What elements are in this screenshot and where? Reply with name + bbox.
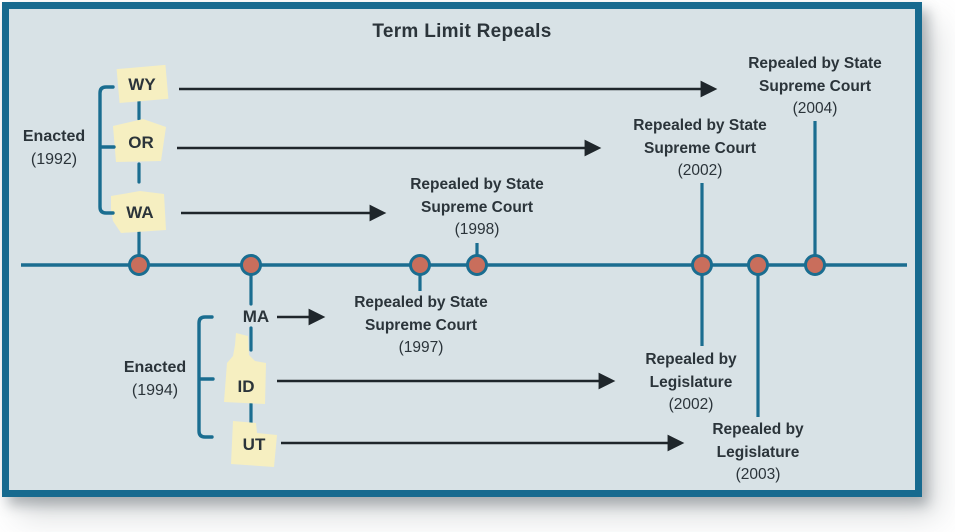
repeal-line: Repealed by State — [748, 55, 882, 72]
repeal-label-ut-2003: Repealed by Legislature (2003) — [712, 419, 803, 487]
repeal-line: Repealed by State — [354, 294, 488, 311]
repeal-line: Supreme Court — [759, 77, 871, 95]
repeal-label-wa-1998: Repealed by State Supreme Court (1998) — [410, 174, 544, 242]
repeal-line: Repealed by — [645, 351, 737, 368]
state-label-ut: UT — [242, 435, 266, 454]
state-label-id: ID — [237, 377, 255, 396]
repeal-line: Repealed by State — [633, 117, 767, 134]
state-label-or: OR — [128, 133, 154, 152]
repeal-line: Legislature — [716, 443, 800, 461]
repeal-year: (1998) — [454, 221, 500, 238]
repeal-year: (2002) — [677, 162, 723, 179]
repeal-label-ma-1997: Repealed by State Supreme Court (1997) — [354, 292, 488, 360]
enacted-1994-label: Enacted (1994) — [124, 356, 186, 402]
state-label-ma: MA — [242, 307, 270, 326]
state-label-wa: WA — [126, 203, 154, 222]
repeal-line: Supreme Court — [644, 139, 756, 157]
repeal-label-id-2002: Repealed by Legislature (2002) — [645, 349, 736, 417]
enacted-1992-word: Enacted — [22, 128, 86, 145]
repeal-line: Repealed by State — [410, 176, 544, 193]
repeal-year: (1997) — [398, 339, 444, 356]
repeal-line: Legislature — [649, 373, 733, 391]
repeal-label-or-2002: Repealed by State Supreme Court (2002) — [633, 115, 767, 183]
enacted-1992-year: (1992) — [30, 151, 78, 168]
repeal-line: Repealed by — [712, 421, 804, 438]
repeal-year: (2004) — [792, 100, 838, 117]
repeal-year: (2003) — [735, 466, 781, 483]
repeal-line: Supreme Court — [421, 198, 533, 216]
repeal-year: (2002) — [668, 396, 714, 413]
state-label-wy: WY — [128, 75, 156, 94]
enacted-1994-word: Enacted — [123, 359, 187, 376]
enacted-1994-year: (1994) — [131, 382, 179, 399]
repeal-label-wy-2004: Repealed by State Supreme Court (2004) — [748, 53, 882, 121]
page-title: Term Limit Repeals — [372, 21, 552, 42]
repeal-line: Supreme Court — [365, 316, 477, 334]
enacted-1992-label: Enacted (1992) — [23, 125, 85, 171]
